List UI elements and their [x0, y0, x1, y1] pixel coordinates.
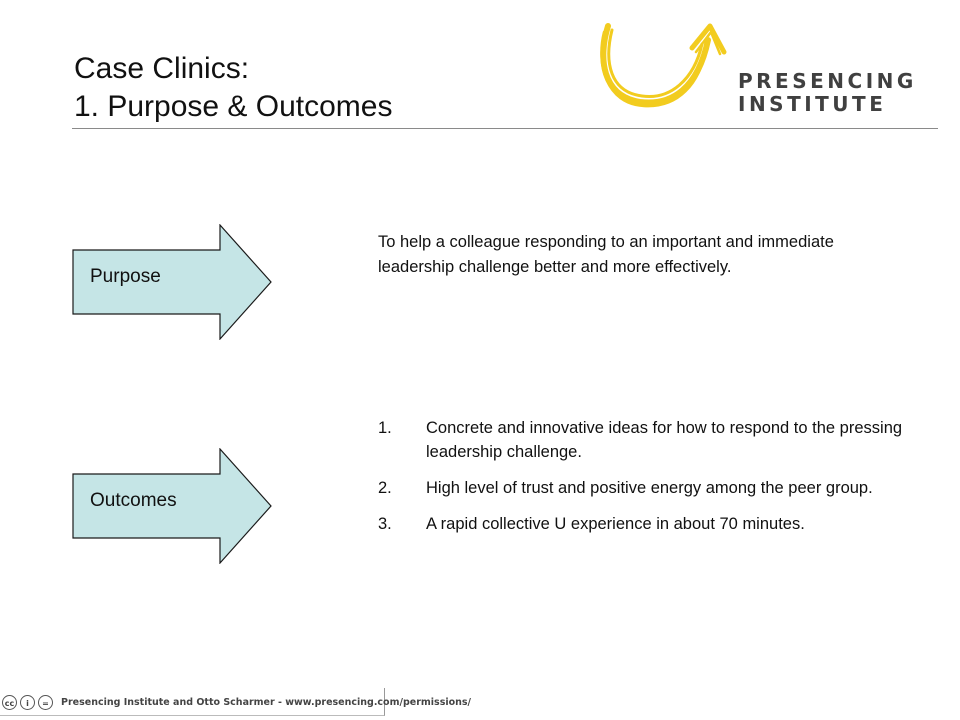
outcome-number: 2. [378, 479, 392, 497]
footer-frame [0, 688, 385, 716]
logo-line-1: PRESENCING [738, 69, 917, 93]
outcomes-label: Outcomes [90, 490, 177, 511]
purpose-label: Purpose [90, 266, 161, 287]
attribution-icon: i [20, 694, 35, 710]
purpose-arrow-shape [72, 224, 272, 340]
outcome-number: 1. [378, 419, 392, 437]
outcomes-list: 1. Concrete and innovative ideas for how… [378, 416, 918, 548]
presencing-institute-logo: PRESENCING INSTITUTE [590, 18, 920, 118]
license-footer: cc i = Presencing Institute and Otto Sch… [0, 690, 471, 714]
title-line-2: 1. Purpose & Outcomes [74, 90, 393, 123]
u-arrow-logo-icon [600, 23, 727, 108]
outcomes-arrow-polygon [72, 448, 272, 564]
purpose-description: To help a colleague responding to an imp… [378, 233, 834, 276]
outcome-text: A rapid collective U experience in about… [426, 515, 805, 533]
title-divider [72, 128, 938, 129]
outcome-item: 1. Concrete and innovative ideas for how… [378, 416, 918, 464]
logo-wordmark: PRESENCING INSTITUTE [738, 70, 917, 116]
outcome-text: Concrete and innovative ideas for how to… [426, 419, 903, 461]
creative-commons-icon: cc [2, 694, 17, 710]
title-line-1: Case Clinics: [74, 52, 250, 85]
no-derivatives-icon: = [38, 694, 53, 710]
page-title: Case Clinics: 1. Purpose & Outcomes [74, 50, 393, 126]
outcome-item: 2. High level of trust and positive ener… [378, 476, 918, 500]
cc-license-icons: cc i = [2, 694, 53, 710]
outcome-number: 3. [378, 515, 392, 533]
logo-line-2: INSTITUTE [738, 92, 887, 116]
outcome-text: High level of trust and positive energy … [426, 479, 873, 497]
outcomes-arrow-shape [72, 448, 272, 564]
purpose-arrow-polygon [72, 224, 272, 340]
footer-credit: Presencing Institute and Otto Scharmer -… [61, 696, 472, 708]
outcome-item: 3. A rapid collective U experience in ab… [378, 512, 918, 536]
